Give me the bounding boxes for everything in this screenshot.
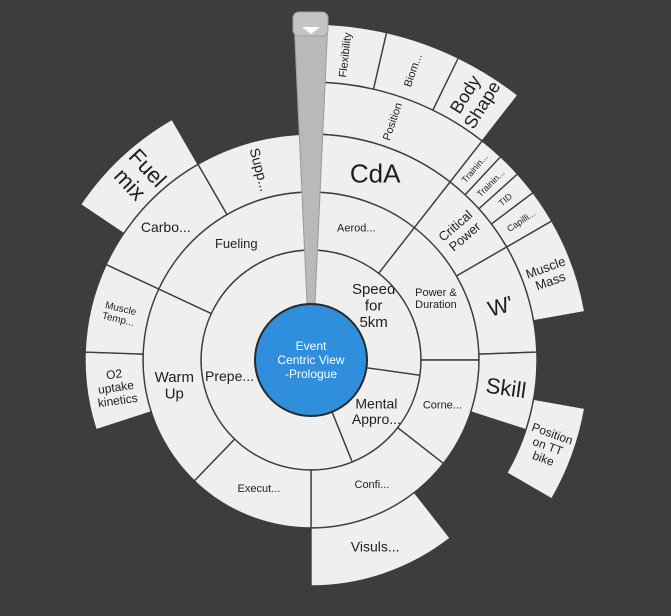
needle-handle[interactable] — [292, 11, 329, 37]
segment-arc[interactable] — [505, 398, 586, 500]
center-circle[interactable] — [254, 303, 368, 417]
segment-arc[interactable] — [79, 118, 199, 235]
segment-arc[interactable] — [310, 491, 452, 587]
segment-arc[interactable] — [505, 220, 586, 322]
selector-needle[interactable] — [292, 11, 329, 304]
segment-arc[interactable] — [431, 57, 519, 142]
chevron-down-icon[interactable] — [302, 27, 320, 34]
segment-arc[interactable] — [469, 351, 538, 431]
